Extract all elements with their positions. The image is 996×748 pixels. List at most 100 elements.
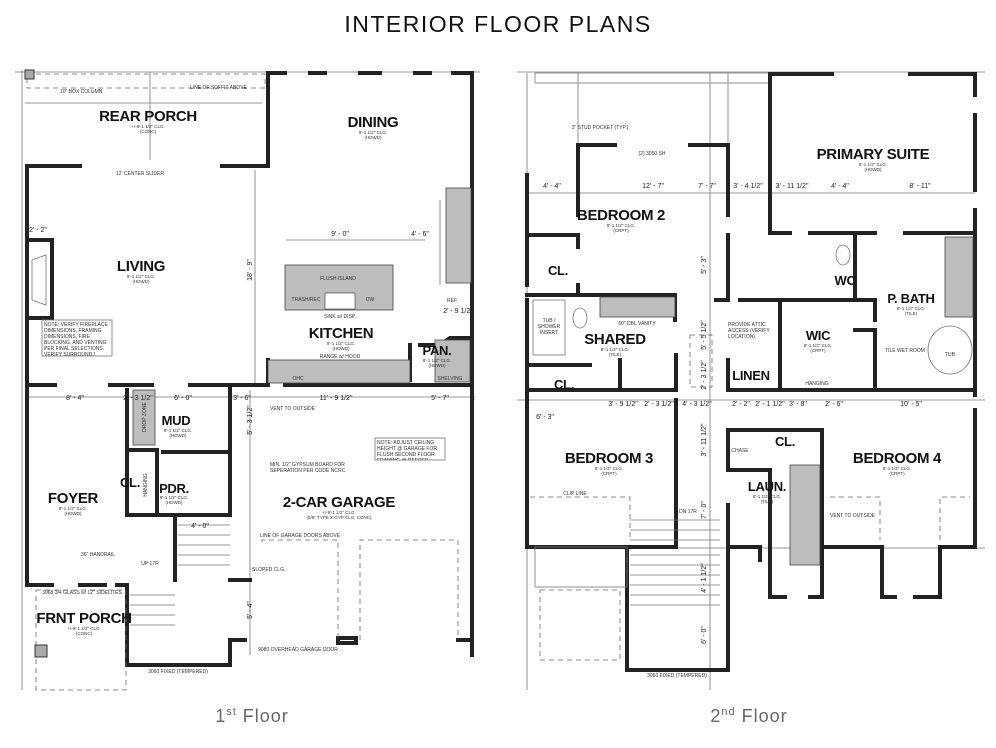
room-name: WC xyxy=(834,273,856,288)
annotation: SINK w/ DISP. xyxy=(324,314,356,320)
room-ceiling: 9'-1 1/2" CLG. xyxy=(327,341,355,346)
annotation: LINE OF SOFFIT ABOVE xyxy=(190,85,248,91)
shelving xyxy=(434,339,471,383)
stair-treads xyxy=(130,524,230,626)
page-title: INTERIOR FLOOR PLANS xyxy=(344,11,651,37)
reference-lines xyxy=(15,70,480,690)
dimension-label: 2' - 2" xyxy=(29,227,47,234)
floor-label-1st: 1st Floor xyxy=(215,706,289,726)
room-finish: (CRPT) xyxy=(601,471,617,476)
annotation: UP 17R xyxy=(141,561,159,567)
gypsum-note-text: MIN. 1/2" GYPSUM BOARD FOR SEPERATION PE… xyxy=(270,462,346,474)
room-finish: (HDWD) xyxy=(170,433,187,438)
room-ceiling: 9'-1 1/2" CLG. xyxy=(127,274,155,279)
annotation: HANGING xyxy=(805,381,828,387)
dimensions-second-floor: 4' - 4" 12' - 7" 7' - 7" 3' - 4 1/2" 3' … xyxy=(536,183,931,644)
room-ceiling: 8'-1 1/2" CLG. xyxy=(804,343,832,348)
room-name: LAUN. xyxy=(748,479,786,494)
room-name: SHARED xyxy=(584,331,646,348)
dimension-label: 3' - 11 1/2" xyxy=(776,183,809,190)
room-finish: (CRPT) xyxy=(889,471,905,476)
room-name: BEDROOM 4 xyxy=(853,450,942,467)
room-name: 2-CAR GARAGE xyxy=(283,494,396,511)
annotation: TUB xyxy=(945,352,956,358)
dimension-label: 12' - 7" xyxy=(642,183,664,190)
annotation: TILE WET ROOM xyxy=(885,348,925,354)
room-name: PDR. xyxy=(159,481,189,496)
annotation: REF xyxy=(447,298,457,304)
dimension-label: 4' - 4" xyxy=(543,183,561,190)
room-ceiling: 9'-1 1/2" CLG. xyxy=(164,428,192,433)
drop-zone xyxy=(132,389,156,446)
room-name: LIVING xyxy=(117,258,165,275)
walls xyxy=(25,71,474,667)
room-name: PAN. xyxy=(423,343,452,358)
room-ceiling: +/-9'-1 1/2" CLG. xyxy=(131,124,165,129)
dimension-label: 18' - 9" xyxy=(247,259,254,281)
primary-vanity xyxy=(944,236,974,318)
room-bedroom-3: BEDROOM 3 8'-1 1/2" CLG. (CRPT) xyxy=(565,450,653,476)
dimension-label: 8' - 11" xyxy=(909,183,931,190)
dimension-label: 5' - 3 1/2" xyxy=(247,405,254,435)
annotation: 9080 OVERHEAD GARAGE DOOR xyxy=(258,647,338,653)
clip-line xyxy=(830,496,881,540)
soffit-line xyxy=(26,73,266,89)
room-finish: (CRPT) xyxy=(613,228,629,233)
room-wc: WC xyxy=(834,273,856,288)
annotation: VENT TO OUTSIDE xyxy=(270,406,316,412)
room-finish: (TILE) xyxy=(761,499,774,504)
room-shared-bath: SHARED 8'-1 1/2" CLG. (TILE) xyxy=(584,331,646,357)
garage-door-line xyxy=(261,539,339,640)
room-finish: (CRPT) xyxy=(810,348,826,353)
room-name: CL. xyxy=(554,377,574,392)
room-ceiling: 8'-1 1/2" CLG. xyxy=(883,466,911,471)
room-primary-suite: PRIMARY SUITE 8'-1 1/2" CLG. (HDWD) xyxy=(817,146,930,172)
room-closet: CL. xyxy=(120,475,140,490)
tub xyxy=(927,325,973,375)
dimension-label: 2' - 9 1/2" xyxy=(443,308,473,315)
gypsum-note-text-wrap: MIN. 1/2" GYPSUM BOARD FOR SEPERATION PE… xyxy=(270,462,346,474)
box-column xyxy=(24,69,35,80)
dimension-label: 6' - 0" xyxy=(174,395,192,402)
annotation: HANGING xyxy=(143,473,149,496)
room-name: MUD xyxy=(162,413,191,428)
fireplace-note-text-wrap: NOTE: VERIFY FIREPLACE DIMENSIONS, FRAMI… xyxy=(44,322,108,356)
garage-door-line xyxy=(359,539,459,640)
dimension-label: 4' - 6" xyxy=(411,231,429,238)
annotation: PROVIDE ATTIC ACCESS (VERIFY LOCATION) xyxy=(728,322,770,340)
annotation: 60" DBL VANITY xyxy=(618,321,656,327)
dimension-label: 6' - 3" xyxy=(536,414,554,421)
room-finish: (HDWD) xyxy=(166,500,183,505)
dimension-label: 2' - 2" xyxy=(732,401,750,408)
annotation: 3060 FIXED (TEMPERED) xyxy=(647,673,707,679)
room-pantry: PAN. 9'-1 1/2" CLG. (HDWD) xyxy=(423,343,452,368)
porch-column xyxy=(34,644,48,658)
garage-note xyxy=(374,437,446,461)
stair-treads xyxy=(630,519,720,606)
room-name: BEDROOM 2 xyxy=(577,207,665,224)
dimension-label: 10' - 5" xyxy=(900,401,922,408)
second-floor-plan: 3" STUD POCKET (TYP.) (2) 3050 SH TUB / … xyxy=(517,71,985,726)
room-finish: (HDWD) xyxy=(365,135,382,140)
dimension-label: 4' - 1 1/2" xyxy=(701,563,708,593)
annotation: SLOPED CLG. xyxy=(252,567,285,573)
kitchen-counter xyxy=(267,359,411,384)
room-rear-porch: REAR PORCH +/-9'-1 1/2" CLG. (CONC) xyxy=(99,108,197,134)
annotation: TRASH/REC xyxy=(292,297,321,303)
room-finish: (CONC) xyxy=(140,129,157,134)
room-bedroom-2: BEDROOM 2 8'-1 1/2" CLG. (CRPT) xyxy=(577,207,665,233)
room-name: FRNT PORCH xyxy=(36,610,131,627)
dimension-label: 3' - 8" xyxy=(789,401,807,408)
annotation: CHASE xyxy=(731,448,749,454)
dimension-label: 5' - 4" xyxy=(247,601,254,619)
room-name: CL. xyxy=(548,263,568,278)
annotation: (2) 3050 SH xyxy=(639,151,666,157)
annotation: DROP ZONE xyxy=(142,402,148,432)
toilet xyxy=(835,244,851,266)
room-finish: (5/8" TYPE X GYP CLG, CONC) xyxy=(307,515,372,520)
dimension-label: 7' - 7" xyxy=(698,183,716,190)
sink xyxy=(324,292,356,310)
room-ceiling: +/-9'-1 1/2" CLG. xyxy=(322,510,356,515)
room-ceiling: 8'-1 1/2" CLG. xyxy=(859,162,887,167)
